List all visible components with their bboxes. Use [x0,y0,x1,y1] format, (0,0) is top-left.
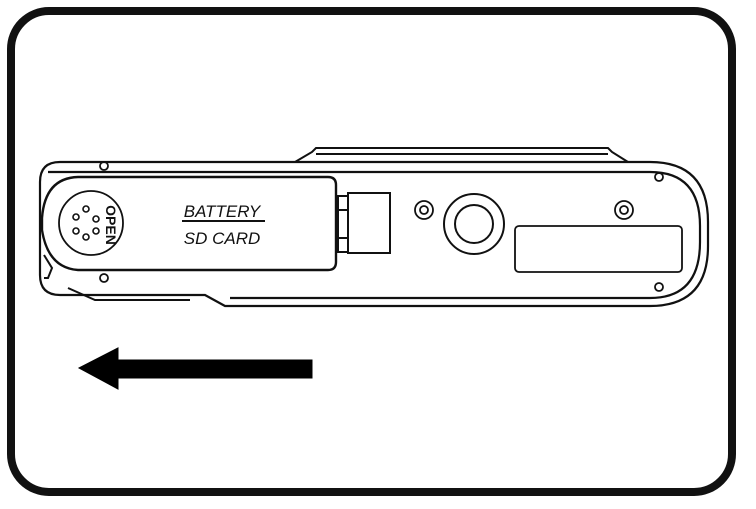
door-hinge [337,192,391,254]
speaker-grille [58,190,124,256]
screw-top-right [654,172,664,182]
frame-border [7,7,736,496]
screw-top-left [99,161,109,171]
screw-hole-left [414,200,434,220]
top-housing [294,147,629,163]
battery-door [40,175,338,272]
screw-bottom-right [654,282,664,292]
door-latch [43,254,190,301]
open-label: OPEN [103,205,119,245]
screw-hole-right [614,200,634,220]
battery-label: BATTERY [184,202,262,221]
sd-card-label: SD CARD [184,229,261,248]
tripod-socket [443,193,505,255]
camera-body [38,160,710,308]
body-screws [99,161,664,292]
label-plate [514,225,683,273]
slide-direction-arrow [77,347,313,390]
screw-bottom-left [99,273,109,283]
